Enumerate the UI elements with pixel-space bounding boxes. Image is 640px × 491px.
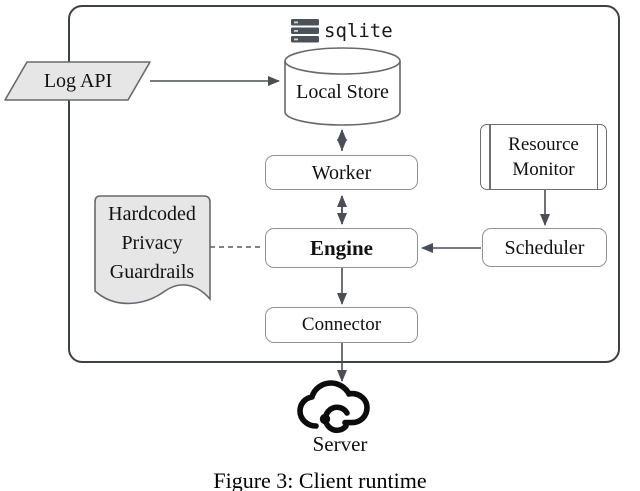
resource-monitor-node: Resource Monitor	[480, 124, 607, 190]
guardrails-document	[94, 195, 211, 305]
server-label: Server	[312, 431, 368, 456]
figure-caption: Figure 3: Client runtime	[213, 468, 427, 491]
guardrails-node-label: Hardcoded Privacy Guardrails	[108, 202, 196, 283]
predefined-process-right-bar	[596, 125, 598, 189]
log-api-node-label: Log API	[43, 69, 113, 92]
predefined-process-left-bar	[489, 125, 491, 189]
sqlite-label: sqlite	[324, 20, 393, 42]
cloud-icon	[297, 380, 370, 434]
log-api-parallelogram	[4, 61, 151, 101]
worker-node: Worker	[265, 155, 418, 190]
engine-node-label: Engine	[309, 236, 374, 260]
engine-node: Engine	[265, 228, 418, 268]
scheduler-node-label: Scheduler	[504, 236, 585, 259]
worker-node-label: Worker	[311, 161, 372, 184]
connector-node: Connector	[265, 307, 418, 343]
resource-monitor-node-label: Resource Monitor	[508, 134, 579, 180]
client-boundary-box	[68, 5, 620, 363]
database-stack-icon	[291, 19, 319, 43]
local-store-node-label: Local Store	[296, 80, 389, 103]
connector-node-label: Connector	[301, 314, 382, 335]
local-store-cylinder	[284, 47, 401, 126]
scheduler-node: Scheduler	[482, 228, 607, 267]
